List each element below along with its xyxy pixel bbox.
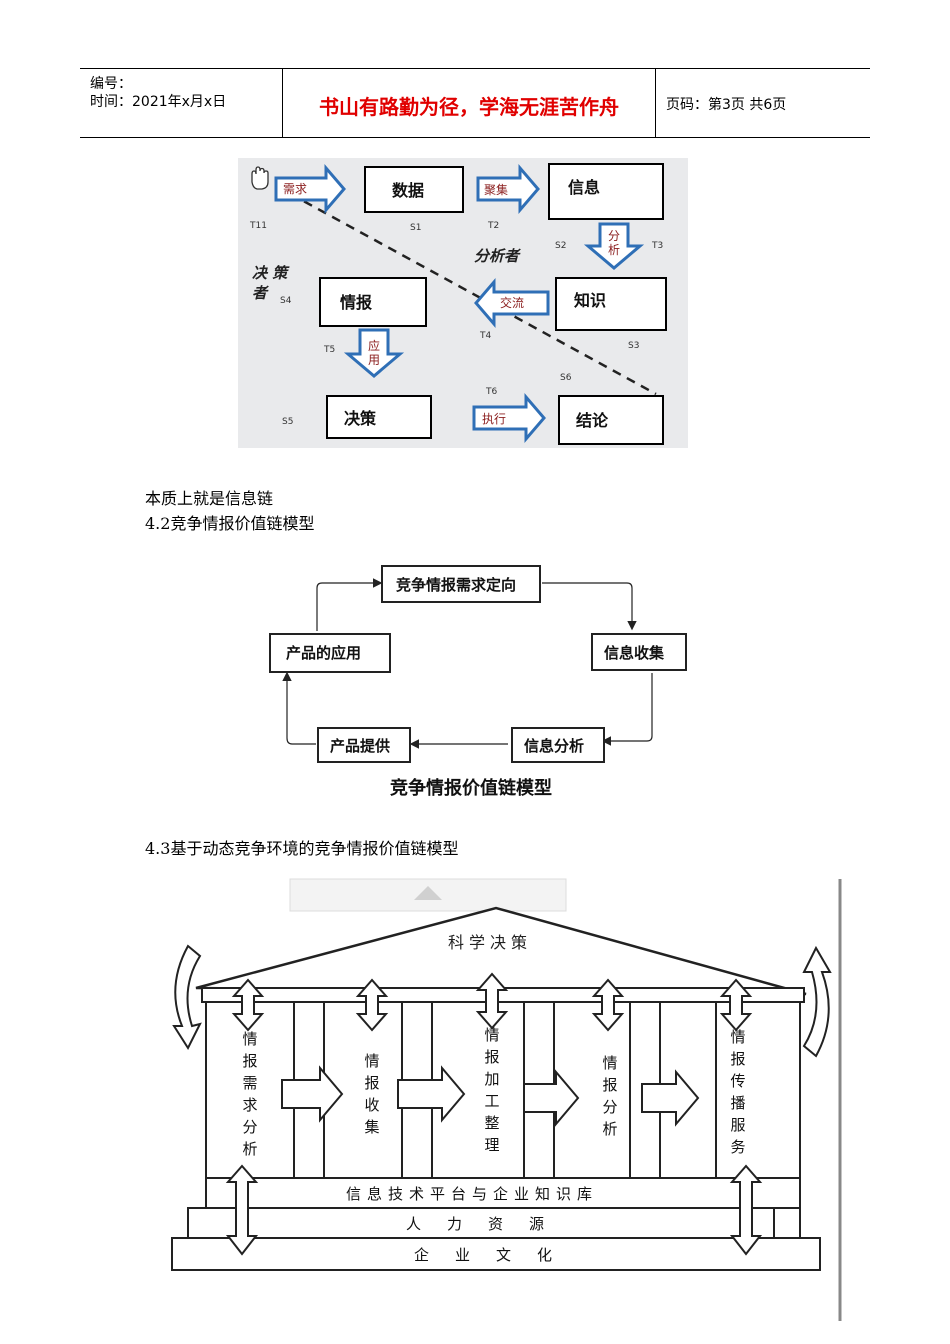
role-decider-1: 决 策	[252, 264, 290, 282]
code-s1: S1	[410, 223, 421, 233]
box-info-collect-label: 信息收集	[604, 644, 665, 662]
base-layer-it-platform-label: 信息技术平台与企业知识库	[346, 1185, 598, 1203]
analyze-label-2: 析	[608, 243, 620, 257]
code-t4: T4	[479, 331, 491, 341]
section-heading-4-3: 4.3基于动态竞争环境的竞争情报价值链模型	[145, 839, 459, 858]
exchange-arrow	[474, 277, 550, 329]
code-t2: T2	[487, 221, 499, 231]
exchange-label: 交流	[500, 295, 524, 310]
box-product-apply-label: 产品的应用	[286, 644, 361, 662]
header-motto-cell: 书山有路勤为径，学海无涯苦作舟	[283, 69, 656, 137]
column-label-2: 情报收集	[364, 1052, 379, 1136]
code-s5: S5	[282, 417, 293, 427]
box-data	[364, 166, 464, 213]
connector-provide-to-apply	[282, 671, 316, 745]
connector-top-to-collect	[542, 582, 637, 631]
column-label-4: 情报分析	[602, 1054, 617, 1138]
horizontal-flow-arrows	[281, 1065, 700, 1127]
box-decision-label: 决策	[344, 409, 377, 428]
execute-label: 执行	[482, 412, 506, 426]
paragraph-info-chain: 本质上就是信息链	[145, 489, 274, 508]
page-number: 页码：第3页 共6页	[666, 97, 787, 113]
box-conclusion	[558, 395, 664, 445]
demand-arrow	[274, 163, 346, 215]
figure-caption: 竞争情报价值链模型	[390, 777, 552, 799]
code-t11: T11	[249, 221, 267, 231]
motto: 书山有路勤为径，学海无涯苦作舟	[319, 95, 619, 119]
column-label-3: 情报加工整理	[484, 1026, 499, 1154]
box-decision	[326, 395, 432, 439]
hand-pointer-icon	[251, 166, 269, 190]
column-label-1: 情报需求分析	[242, 1030, 257, 1158]
box-info-analyze	[511, 727, 605, 763]
apply-label-2: 用	[368, 353, 380, 367]
roof-label: 科学决策	[448, 933, 532, 952]
header-meta-cell: 编号： 时间：2021年x月x日	[80, 69, 283, 137]
box-conclusion-label: 结论	[575, 411, 609, 430]
execute-arrow	[472, 392, 546, 444]
box-info-analyze-label: 信息分析	[524, 737, 584, 755]
column-label-5: 情报传播服务	[730, 1028, 745, 1156]
time-label: 时间：2021年x月x日	[90, 94, 227, 110]
apply-arrow	[343, 328, 405, 378]
base-side-double-arrows	[225, 1164, 763, 1256]
right-rotate-arrow-icon	[802, 945, 832, 1058]
analyze-label-1: 分	[608, 229, 620, 243]
box-demand-orientation-label: 竞争情报需求定向	[396, 576, 516, 594]
code-s2: S2	[555, 241, 566, 251]
divider-dashed-line	[275, 184, 657, 396]
code-s6: S6	[560, 373, 572, 383]
box-info-collect	[591, 633, 687, 671]
value-chain-cycle-figure: 竞争情报需求定向 信息收集 信息分析 产品提供 产品的应用 竞争情报价值链模型	[269, 565, 687, 799]
demand-label: 需求	[283, 182, 307, 196]
gather-arrow	[476, 163, 540, 215]
left-rotate-arrow-icon	[172, 944, 202, 1051]
connector-collect-to-analyze	[601, 673, 653, 746]
code-s3: S3	[628, 341, 639, 351]
box-intel-label: 情报	[340, 293, 372, 312]
page-header: 编号： 时间：2021年x月x日 书山有路勤为径，学海无涯苦作舟 页码：第3页 …	[80, 68, 870, 138]
vertical-double-arrows	[231, 972, 753, 1032]
analyze-arrow	[583, 222, 645, 270]
header-page-cell: 页码：第3页 共6页	[656, 69, 870, 137]
base-layer-culture	[171, 1237, 821, 1271]
connector-apply-to-top	[316, 578, 383, 631]
temple-model-figure: 科学决策 情报需求分析 情报收集 情报加工整理 情报分析 情报传播服	[171, 878, 842, 1321]
base-layer-hr-label: 人力资源	[406, 1215, 570, 1233]
box-intel	[319, 277, 427, 327]
role-analyst: 分析者	[474, 247, 521, 265]
code-t5: T5	[323, 345, 335, 355]
box-product-apply	[269, 633, 391, 673]
box-product-provide	[317, 727, 411, 763]
base-layer-hr	[187, 1207, 801, 1239]
code-s4: S4	[280, 296, 292, 306]
code-t6: T6	[485, 387, 497, 397]
code-t3: T3	[651, 241, 663, 251]
column-labels: 情报需求分析 情报收集 情报加工整理 情报分析 情报传播服务	[242, 1026, 745, 1158]
base-layer-it-platform	[205, 1177, 801, 1209]
base-layer-hr-right-step	[773, 1207, 801, 1239]
box-product-provide-label: 产品提供	[330, 737, 390, 755]
box-demand-orientation	[381, 565, 541, 603]
box-info	[548, 163, 664, 220]
apply-label-1: 应	[368, 338, 380, 353]
box-info-label: 信息	[568, 178, 600, 197]
box-knowledge-label: 知识	[574, 291, 606, 310]
box-knowledge	[555, 277, 667, 331]
section-heading-4-2: 4.2竞争情报价值链模型	[145, 514, 315, 533]
role-decider-2: 者	[252, 284, 269, 302]
box-data-label: 数据	[392, 181, 424, 200]
info-chain-figure: 数据 信息 知识 情报 决策 结论 需求 聚集 分 析 交流 应 用 执行 T1…	[238, 158, 688, 448]
top-triangle-icon	[414, 886, 442, 900]
number-label: 编号：	[90, 76, 132, 92]
base-layer-culture-label: 企业文化	[414, 1246, 578, 1264]
gather-label: 聚集	[484, 182, 508, 197]
